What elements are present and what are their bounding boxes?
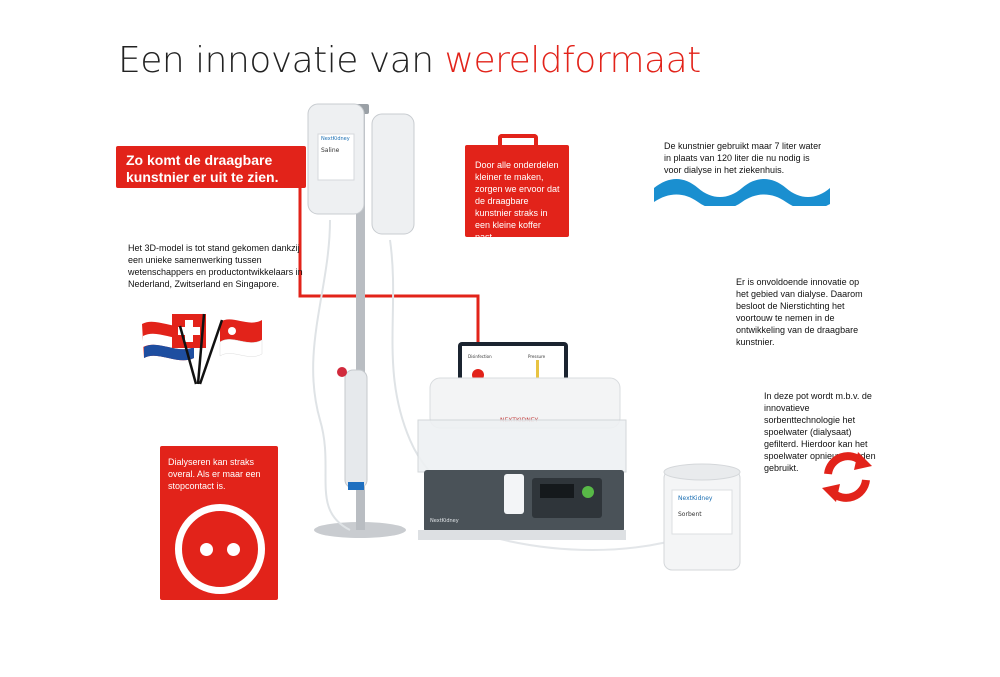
suitcase-icon <box>498 134 538 148</box>
screen-left-label: Disinfection <box>468 354 492 359</box>
note-sorbent-pot: In deze pot wordt m.b.v. de innovatieve … <box>764 391 876 473</box>
screen-right-label: Pressure <box>528 354 546 359</box>
wave-icon <box>654 179 830 206</box>
suitcase-note: Door alle onderdelen kleiner te maken, z… <box>465 145 569 242</box>
device-tag: Zo komt de draagbare kunstnier er uit te… <box>116 146 306 188</box>
bag-brand: NextKidney <box>321 136 350 142</box>
socket-hole-right <box>227 543 240 556</box>
socket-text: Dialyseren kan straks overal. Als er maa… <box>168 457 261 491</box>
sorbent-brand: NextKidney <box>678 495 713 502</box>
sorbent-label: Sorbent <box>678 511 702 518</box>
note-water: De kunstnier gebruikt maar 7 liter water… <box>664 141 822 175</box>
note-innovation: Er is onvoldoende innovatie op het gebie… <box>736 277 863 347</box>
bag-label: Saline <box>321 147 340 154</box>
flags-icon <box>142 313 263 385</box>
title-accent: wereldformaat <box>444 40 702 81</box>
note-3d-model: Het 3D-model is tot stand gekomen dankzi… <box>128 243 303 289</box>
socket-hole-left <box>200 543 213 556</box>
dialysis-device-illustration: NextKidney Saline Disinfection Pressure … <box>307 103 741 571</box>
base-brand: NextKidney <box>430 518 459 524</box>
page-title: Een innovatie van wereldformaat <box>118 40 701 81</box>
recycle-icon <box>822 452 872 502</box>
title-prefix: Een innovatie van <box>118 40 445 81</box>
socket-icon <box>175 504 265 594</box>
